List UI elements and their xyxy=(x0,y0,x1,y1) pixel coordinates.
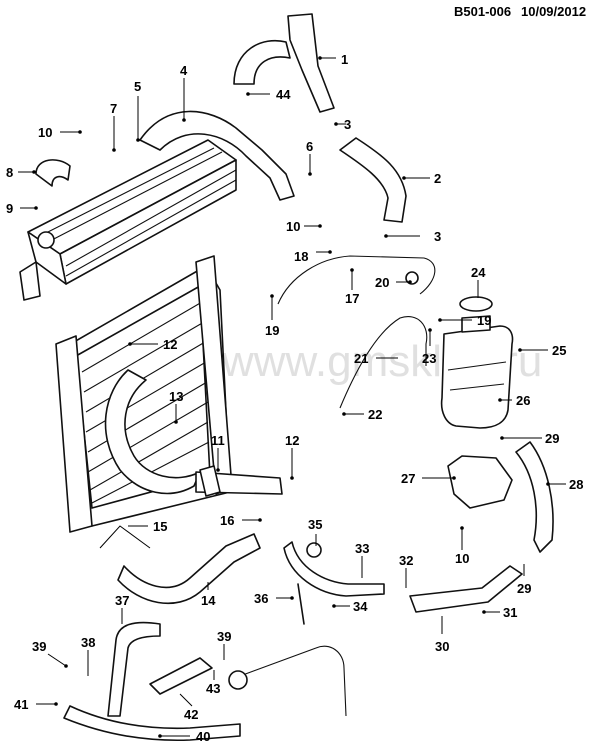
callout-2: 2 xyxy=(434,171,441,186)
callout-12a: 12 xyxy=(163,337,177,352)
callout-7: 7 xyxy=(110,101,117,116)
diagram-date: 10/09/2012 xyxy=(521,4,586,19)
callout-9: 9 xyxy=(6,201,13,216)
callout-10a: 10 xyxy=(38,125,52,140)
callout-25: 25 xyxy=(552,343,566,358)
part-4-hose xyxy=(139,110,295,201)
callout-8: 8 xyxy=(6,165,13,180)
part-14-hose xyxy=(117,533,261,605)
leader-lines xyxy=(18,57,566,737)
leader-dots xyxy=(32,56,550,738)
diagram-code: B501-006 xyxy=(454,4,511,19)
callout-29b: 29 xyxy=(517,581,531,596)
callout-labels: 1 2 3 3 4 5 6 7 8 9 10 10 10 11 12 12 13… xyxy=(6,52,583,744)
callout-44: 44 xyxy=(276,87,291,102)
heater-pipe xyxy=(239,645,347,717)
callout-5: 5 xyxy=(134,79,141,94)
callout-35: 35 xyxy=(308,517,322,532)
callout-16: 16 xyxy=(220,513,234,528)
callout-10b: 10 xyxy=(286,219,300,234)
callout-3b: 3 xyxy=(434,229,441,244)
callout-18: 18 xyxy=(294,249,308,264)
callout-27: 27 xyxy=(401,471,415,486)
part-8-elbow xyxy=(35,159,71,187)
radiator xyxy=(55,255,233,533)
callout-23: 23 xyxy=(422,351,436,366)
callout-39b: 39 xyxy=(217,629,231,644)
callout-12b: 12 xyxy=(285,433,299,448)
part-28-hose xyxy=(515,441,554,553)
callout-4: 4 xyxy=(180,63,188,78)
callout-6: 6 xyxy=(306,139,313,154)
callout-38: 38 xyxy=(81,635,95,650)
part-37-hose xyxy=(107,621,161,717)
lower-hose xyxy=(149,657,213,695)
callout-3a: 3 xyxy=(344,117,351,132)
callout-31: 31 xyxy=(503,605,517,620)
callout-30: 30 xyxy=(435,639,449,654)
callout-40: 40 xyxy=(196,729,210,744)
callout-1: 1 xyxy=(341,52,348,67)
callout-43: 43 xyxy=(206,681,220,696)
callout-39a: 39 xyxy=(32,639,46,654)
callout-24: 24 xyxy=(471,265,486,280)
callout-20: 20 xyxy=(375,275,389,290)
callout-19b: 19 xyxy=(477,313,491,328)
callout-17: 17 xyxy=(345,291,359,306)
valve-icon xyxy=(228,670,248,690)
part-30-pipe xyxy=(409,565,523,613)
part-2-hose xyxy=(339,137,407,223)
callout-22: 22 xyxy=(368,407,382,422)
cap-24-icon xyxy=(459,296,493,312)
callout-14: 14 xyxy=(201,593,216,608)
callout-28: 28 xyxy=(569,477,583,492)
part-1-pipe xyxy=(287,13,335,113)
callout-13: 13 xyxy=(169,389,183,404)
cap-35-icon xyxy=(306,542,322,558)
part-33-pipe xyxy=(283,541,385,597)
callout-21: 21 xyxy=(354,351,368,366)
callout-11: 11 xyxy=(211,433,225,448)
callout-10c: 10 xyxy=(455,551,469,566)
callout-36: 36 xyxy=(254,591,268,606)
outlet-fitting xyxy=(199,465,221,497)
part-17-pipe xyxy=(277,255,436,305)
part-36-rod xyxy=(297,583,305,625)
callout-26: 26 xyxy=(516,393,530,408)
callout-32: 32 xyxy=(399,553,413,568)
upper-hose xyxy=(233,40,291,85)
callout-33: 33 xyxy=(355,541,369,556)
callout-41: 41 xyxy=(14,697,28,712)
callout-42: 42 xyxy=(184,707,198,722)
expansion-tank xyxy=(440,296,514,429)
bracket-27 xyxy=(447,455,513,509)
callout-34: 34 xyxy=(353,599,368,614)
intercooler xyxy=(19,139,237,301)
callout-29a: 29 xyxy=(545,431,559,446)
callout-37: 37 xyxy=(115,593,129,608)
callout-19a: 19 xyxy=(265,323,279,338)
part-21-pipe xyxy=(339,316,428,409)
callout-15: 15 xyxy=(153,519,167,534)
part-40-hose xyxy=(63,705,241,742)
